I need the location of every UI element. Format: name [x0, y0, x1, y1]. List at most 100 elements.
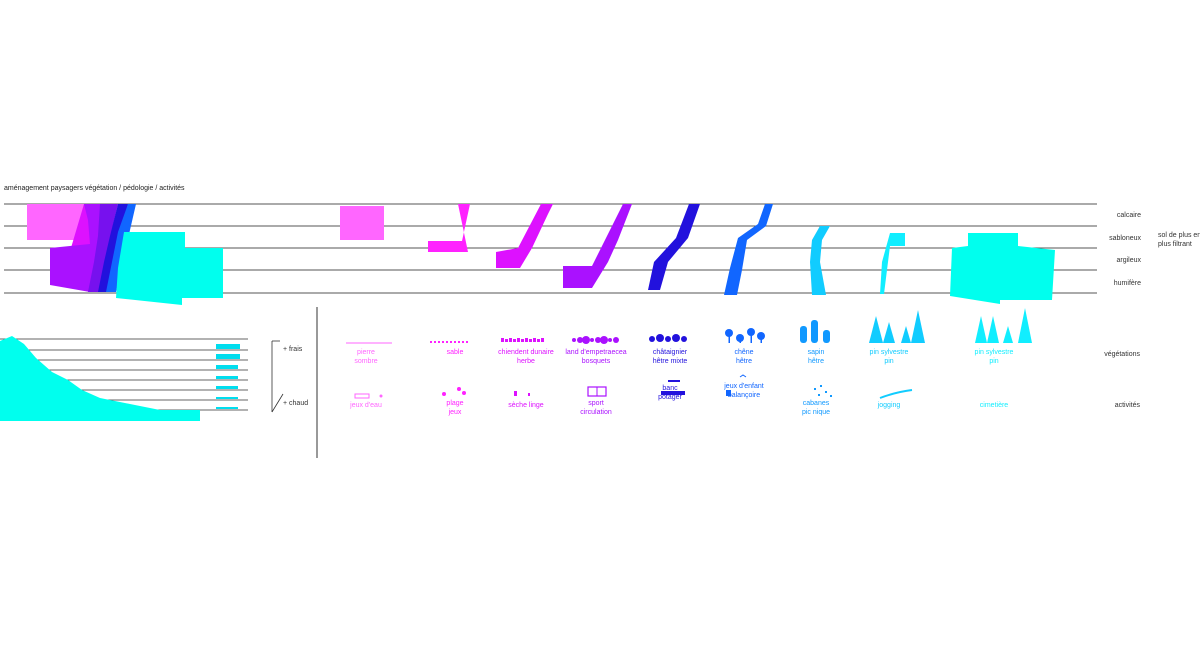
grass-icon	[521, 339, 524, 342]
grass-icon	[537, 339, 540, 342]
oak-tree-icon	[725, 329, 733, 337]
sand-icon	[434, 341, 436, 343]
activity-label: jeux d'eau	[350, 402, 382, 409]
grass-icon	[513, 339, 516, 342]
oak-tree-icon	[736, 334, 744, 342]
sand-icon	[450, 341, 452, 343]
grass-icon	[517, 338, 520, 342]
sand-icon	[438, 341, 440, 343]
pine-tree-icon	[987, 316, 999, 343]
jogging-path-icon	[879, 389, 913, 399]
climate-top-label: + frais	[283, 346, 303, 353]
vegetation-label: hêtre	[736, 358, 752, 365]
bush-icon	[582, 336, 590, 344]
profile-vegetation-marks	[216, 344, 240, 409]
laundry-icon	[514, 391, 517, 396]
activity-label: pic nique	[801, 409, 831, 416]
fir-tree-icon	[811, 320, 818, 343]
diagram-title: aménagement paysagers végétation / pédol…	[4, 185, 185, 192]
vegetation-label: chiendent dunaire	[498, 349, 554, 356]
pine-tree-icon	[975, 316, 987, 343]
cabin-icon	[814, 388, 816, 390]
grass-icon	[525, 338, 528, 342]
cabin-icon	[825, 391, 827, 393]
fir-tree-icon	[800, 326, 807, 343]
sand-icon	[430, 341, 432, 343]
chestnut-tree-icon	[681, 336, 687, 342]
oak-tree-icon	[747, 328, 755, 336]
grass-icon	[533, 338, 536, 342]
vegetation-label: hêtre	[808, 358, 824, 365]
activity-label: jogging	[877, 402, 901, 409]
activity-label: potager	[658, 394, 682, 401]
veg-mark	[216, 344, 240, 349]
pine-tree-icon	[1003, 326, 1013, 343]
sand-icon	[442, 341, 444, 343]
playground-icon	[726, 390, 731, 396]
grass-icon	[501, 338, 504, 342]
activity-label: cimetière	[979, 402, 1009, 409]
column-soil-shapes	[340, 204, 1055, 304]
pine-tree-icon	[869, 316, 883, 343]
vegetation-label: châtaignier	[652, 349, 688, 356]
vegetation-label: pin sylvestre	[974, 349, 1014, 356]
bush-icon	[600, 336, 608, 344]
soil-shape-pin	[880, 233, 905, 294]
vegetation-label: pin	[884, 358, 894, 365]
bush-icon	[572, 338, 576, 342]
sand-icon	[446, 341, 448, 343]
cabin-icon	[820, 385, 822, 387]
soil-shape-chene	[724, 204, 773, 295]
overview-layer	[50, 204, 112, 292]
fir-tree-icon	[823, 330, 830, 343]
overview-layer	[116, 232, 223, 305]
overview-layer	[88, 204, 118, 292]
side-note-line-1: sol de plus en	[1158, 232, 1200, 239]
veg-mark	[216, 376, 238, 379]
activity-label: sport	[588, 400, 604, 407]
vegetation-label: land d'empetraecea	[565, 349, 627, 356]
sand-icon	[462, 341, 464, 343]
oak-tree-icon	[757, 332, 765, 340]
vegetation-icons	[346, 308, 1032, 344]
bush-icon	[590, 338, 594, 342]
soil-label-humifere: humifère	[1113, 280, 1141, 287]
side-note-line-2: plus filtrant	[1158, 241, 1192, 248]
sand-icon	[458, 341, 460, 343]
overview-layer	[106, 204, 136, 292]
vegetation-label: chêne	[734, 349, 754, 356]
vegetation-label: bosquets	[581, 358, 611, 365]
garden-icon	[661, 391, 685, 395]
soil-label-sabloneux: sabloneux	[1109, 235, 1141, 242]
pine-tree-icon	[911, 310, 925, 343]
overview-soil-shape	[27, 204, 223, 305]
veg-mark	[216, 354, 240, 359]
cabin-icon	[818, 394, 820, 396]
veg-mark	[216, 365, 238, 369]
activity-label: jeux	[448, 409, 462, 416]
climate-bottom-label: + chaud	[283, 400, 309, 407]
vegetation-label: sable	[446, 349, 464, 356]
veg-mark	[216, 397, 238, 399]
veg-mark	[216, 386, 238, 389]
activity-label: cabanes	[802, 400, 830, 407]
bush-icon	[595, 337, 601, 343]
activity-icons	[354, 374, 913, 399]
chestnut-tree-icon	[672, 334, 680, 342]
vegetation-label: sapin	[807, 349, 825, 356]
activity-label: banc	[662, 385, 678, 392]
soil-shape-chiendent	[496, 204, 553, 268]
beach-icon	[462, 391, 466, 395]
veg-mark	[216, 407, 238, 409]
water-play-icon	[379, 394, 383, 398]
oak-trunk	[728, 333, 730, 343]
terrain-profile	[0, 336, 248, 421]
bush-icon	[608, 338, 612, 342]
grass-icon	[509, 338, 512, 342]
cabin-icon	[830, 395, 832, 397]
beach-icon	[457, 387, 461, 391]
soil-label-calcaire: calcaire	[1116, 212, 1141, 219]
sand-icon	[466, 341, 468, 343]
